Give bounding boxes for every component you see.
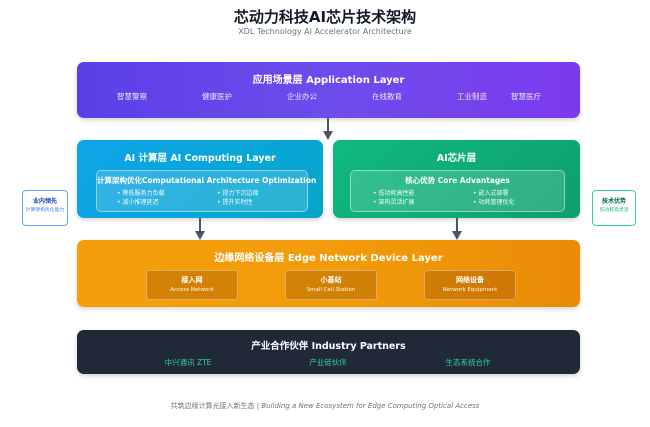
device-name-en: Network Equipment	[442, 287, 498, 293]
arrowhead-chip-to-edge	[452, 231, 462, 240]
app-item-health-care: 健康医护	[202, 92, 232, 101]
device-name: 接入网	[181, 276, 203, 284]
computing-bullet: • 降低服务力负载	[117, 190, 165, 197]
callout-left-title: 业内领先	[32, 198, 57, 205]
chip-layer: AI芯片层 核心优势 Core Advantages • 低功耗高性能 • 嵌入…	[333, 140, 580, 218]
chip-layer-title: AI芯片层	[436, 153, 477, 164]
device-name-en: Access Network	[170, 287, 214, 293]
computing-bullet: • 减小推理延迟	[117, 199, 159, 206]
app-item-enterprise-office: 企业办公	[287, 92, 317, 101]
footer-en: Building a New Ecosystem for Edge Comput…	[261, 402, 480, 410]
edge-layer-title: 边缘网络设备层 Edge Network Device Layer	[214, 253, 443, 264]
footer-slogan: 共筑边缘计算光接入新生态 | Building a New Ecosystem …	[0, 401, 650, 411]
callout-industry-leading: 业内领先 计算架构优化能力	[22, 190, 68, 226]
device-network-equipment: 网络设备 Network Equipment	[424, 270, 516, 300]
callout-left-desc: 计算架构优化能力	[25, 208, 65, 213]
callout-technical-advantage: 技术优势 低功耗高灵活	[592, 190, 636, 226]
chip-bullet: • 功耗管理优化	[473, 199, 515, 206]
partner-ecosystem: 生态系统合作	[445, 358, 491, 367]
device-access-network: 接入网 Access Network	[146, 270, 238, 300]
chip-bullet: • 低功耗高性能	[373, 190, 415, 197]
device-name: 网络设备	[456, 276, 484, 284]
chip-box-title: 核心优势 Core Advantages	[405, 176, 510, 185]
footer-cn: 共筑边缘计算光接入新生态 |	[170, 402, 262, 410]
edge-network-layer: 边缘网络设备层 Edge Network Device Layer 接入网 Ac…	[77, 240, 580, 307]
chip-bullet: • 架构灵活扩展	[373, 199, 415, 206]
computing-optimization-box: 计算架构优化Computational Architecture Optimiz…	[96, 170, 317, 212]
computing-bullet: • 提力下沉边缘	[217, 190, 259, 197]
app-item-online-education: 在线教育	[372, 92, 402, 101]
device-small-cell-station: 小基站 Small Cell Station	[285, 270, 377, 300]
core-advantages-box: 核心优势 Core Advantages • 低功耗高性能 • 嵌入式部署 • …	[350, 170, 565, 212]
computing-box-title: 计算架构优化Computational Architecture Optimiz…	[97, 176, 317, 185]
arrowhead-compute-to-edge	[195, 231, 205, 240]
callout-right-desc: 低功耗高灵活	[599, 208, 629, 213]
arrowhead-app-to-compute	[323, 131, 333, 140]
computing-bullet: • 提升实时性	[217, 199, 253, 206]
partners-layer-title: 产业合作伙伴 Industry Partners	[251, 341, 406, 352]
page-subtitle: XDL Technology AI Accelerator Architectu…	[238, 27, 412, 36]
callout-right-title: 技术优势	[601, 198, 626, 205]
application-layer-title: 应用场景层 Application Layer	[252, 75, 405, 86]
chip-bullet: • 嵌入式部署	[473, 190, 509, 197]
partner-zte: 中兴通讯 ZTE	[164, 358, 212, 367]
page-title: 芯动力科技AI芯片技术架构	[233, 8, 417, 26]
app-item-industrial-manufacturing: 工业制造	[457, 92, 487, 101]
app-item-smart-medical: 智慧医疗	[511, 92, 541, 101]
device-name: 小基站	[320, 276, 342, 284]
computing-layer-title: AI 计算层 AI Computing Layer	[124, 153, 276, 164]
device-name-en: Small Cell Station	[306, 287, 356, 293]
partners-layer: 产业合作伙伴 Industry Partners 中兴通讯 ZTE 产业链伙伴 …	[77, 330, 580, 374]
app-item-smart-police: 智慧警察	[117, 92, 147, 101]
partner-industry-chain: 产业链伙伴	[309, 358, 347, 367]
computing-layer: AI 计算层 AI Computing Layer 计算架构优化Computat…	[77, 140, 323, 218]
application-layer: 应用场景层 Application Layer 智慧警察 健康医护 企业办公 在…	[77, 62, 580, 118]
